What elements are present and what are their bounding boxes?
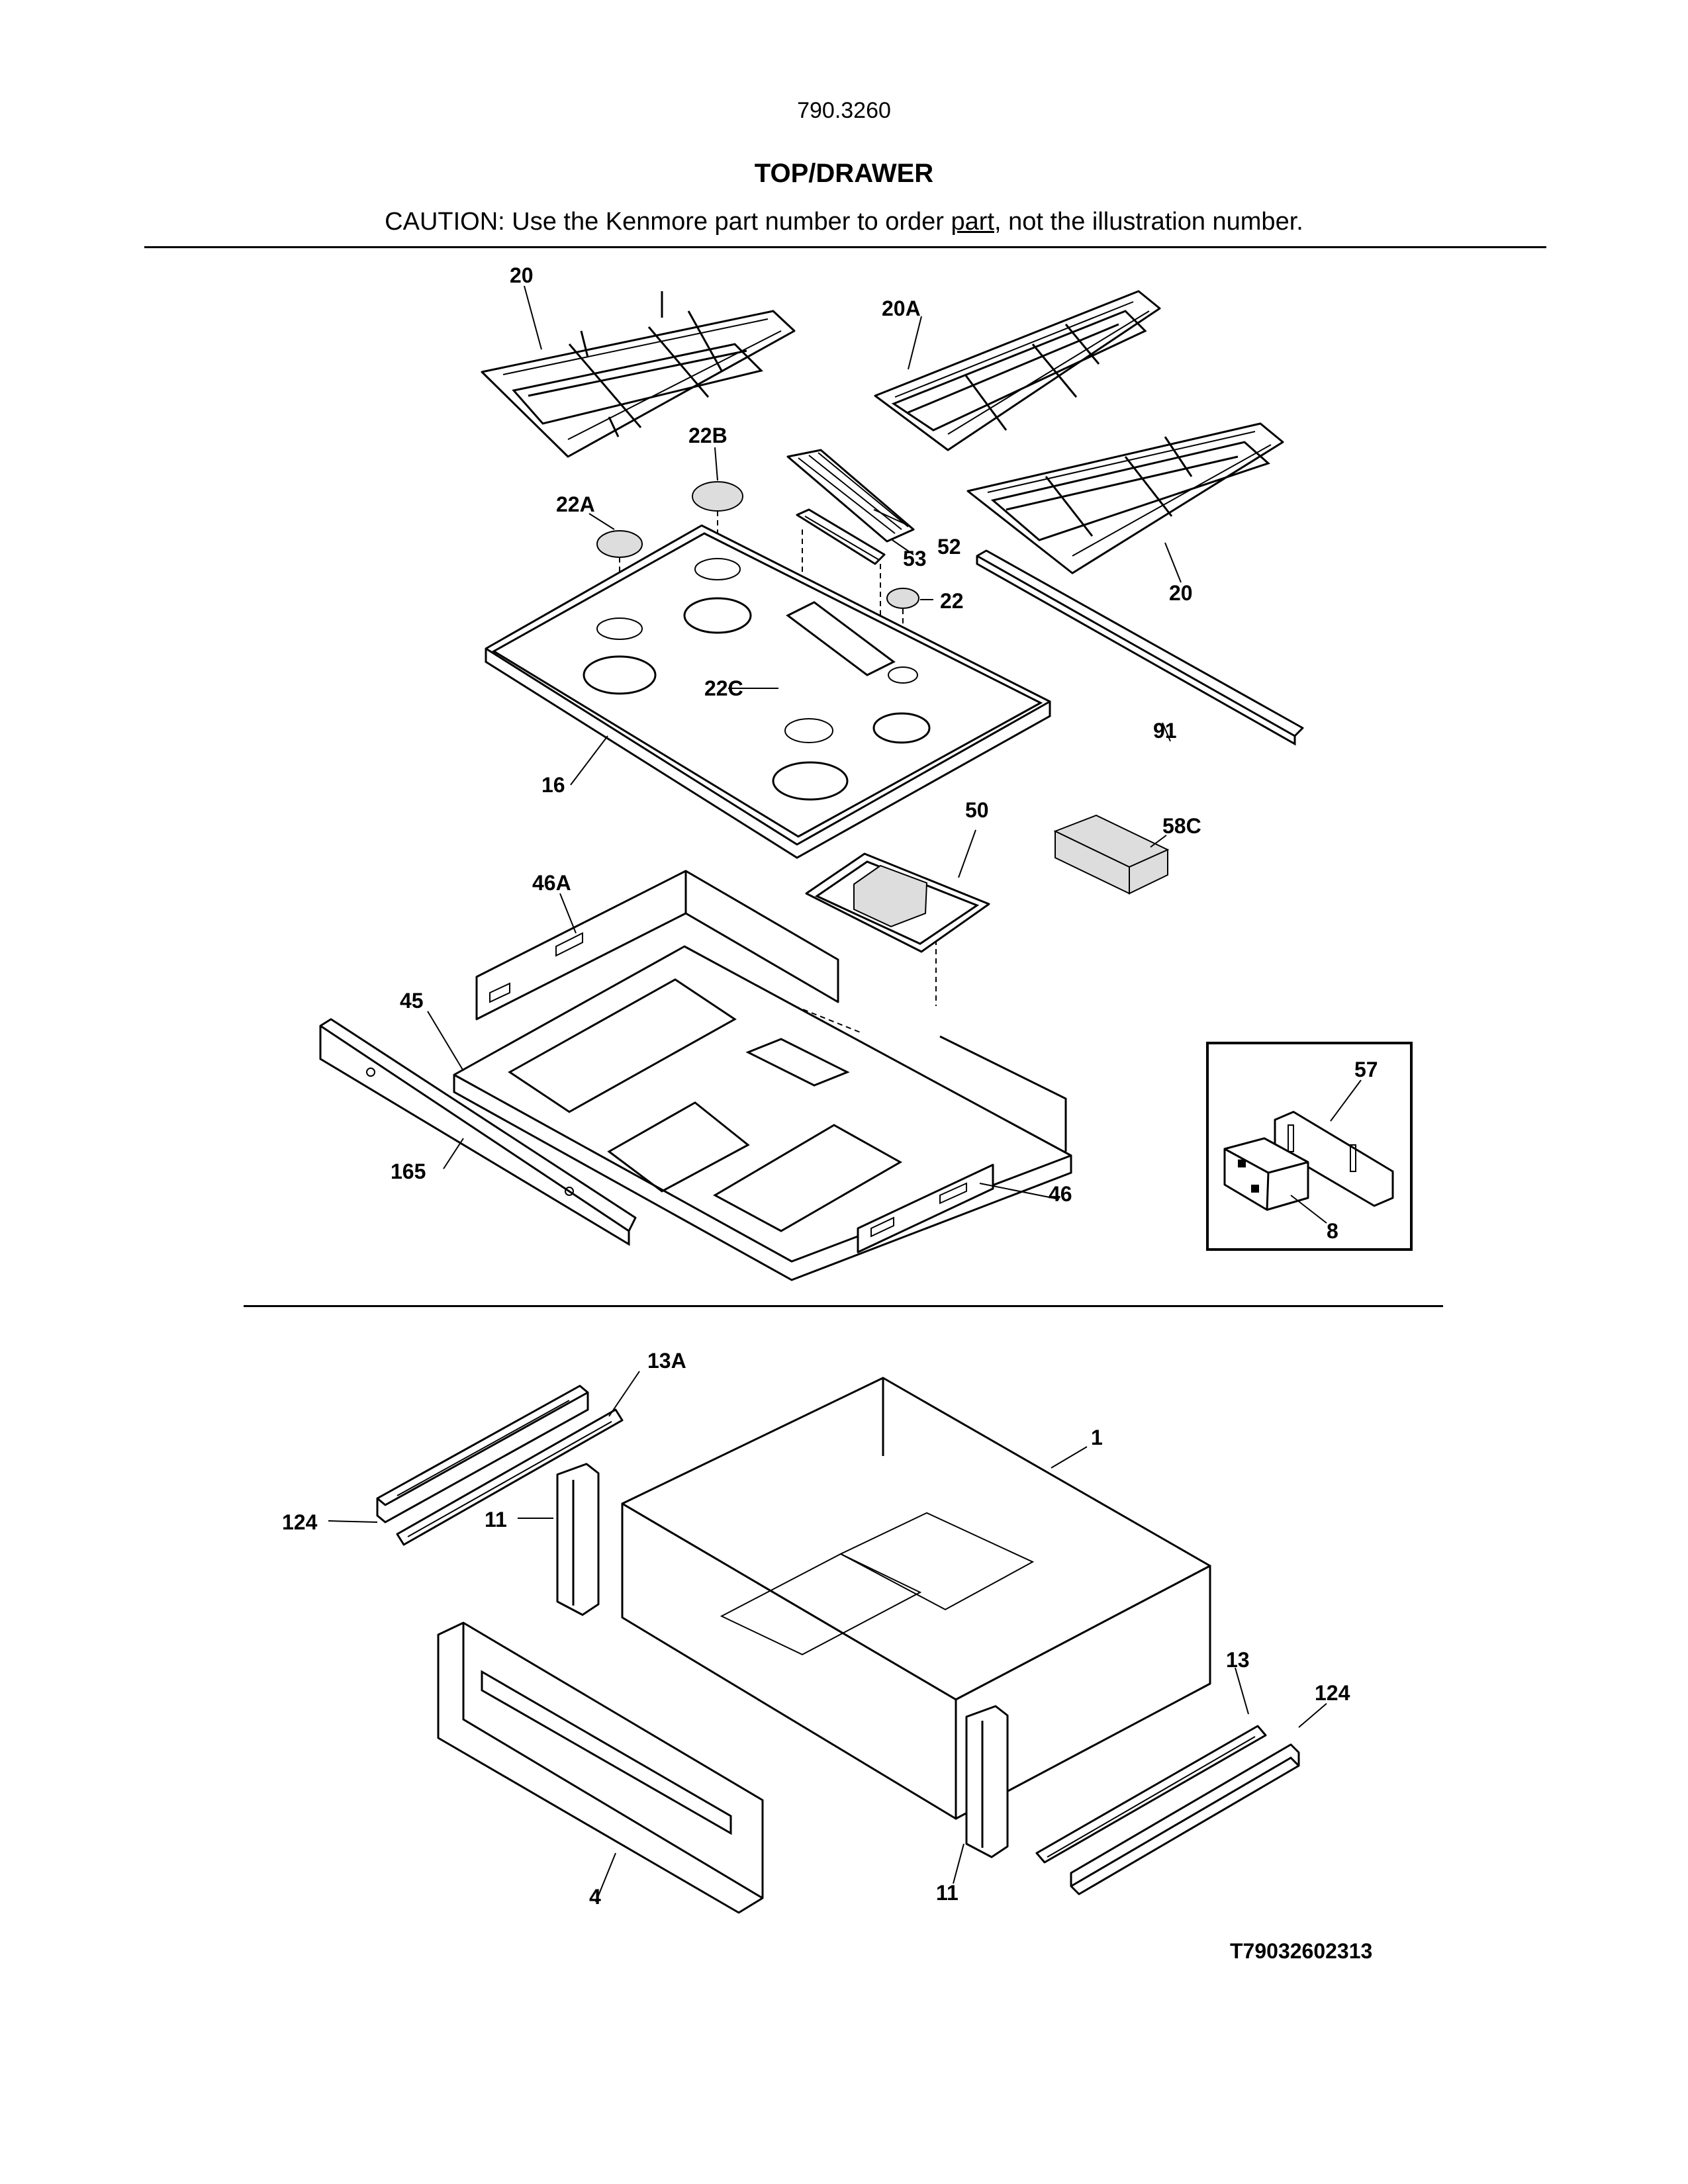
section-divider	[244, 1305, 1443, 1307]
drawer-slide-124-left-drawing	[396, 1408, 624, 1546]
callout-52: 52	[937, 535, 961, 559]
grill-52-drawing	[786, 449, 915, 543]
callout-124-right: 124	[1315, 1681, 1350, 1705]
drawer-slide-13a-drawing	[376, 1385, 589, 1524]
callout-13a: 13A	[647, 1349, 686, 1373]
callout-58c: 58C	[1162, 814, 1201, 838]
inset-detail-box	[1206, 1042, 1413, 1251]
drawer-slide-13-drawing	[1035, 1725, 1267, 1864]
inset-switch-8-drawing	[1223, 1137, 1309, 1211]
panel-46-drawing	[857, 1163, 994, 1253]
cooktop-16-drawing	[485, 524, 1051, 859]
grate-left-drawing	[481, 291, 796, 458]
caution-note: CAUTION: Use the Kenmore part number to …	[0, 208, 1688, 236]
callout-50: 50	[965, 798, 989, 822]
callout-4: 4	[589, 1885, 601, 1909]
burner-cap-22b-drawing	[692, 481, 743, 512]
callout-124-left: 124	[282, 1510, 318, 1534]
callout-46: 46	[1049, 1182, 1072, 1206]
bracket-11-right-drawing	[965, 1705, 1009, 1858]
callout-45: 45	[400, 989, 424, 1013]
model-number: 790.3260	[797, 98, 891, 123]
burner-box-45-drawing	[453, 945, 1072, 1281]
leader-lines	[328, 285, 1362, 1903]
drawer-body-1-drawing	[621, 1377, 1211, 1820]
callout-22c: 22C	[704, 676, 743, 700]
callout-57: 57	[1354, 1058, 1378, 1081]
header-divider	[144, 246, 1546, 248]
drawer-slide-124-right-drawing	[1070, 1743, 1300, 1895]
burner-cap-22-drawing	[886, 588, 919, 609]
callout-8: 8	[1327, 1219, 1338, 1243]
callout-1: 1	[1091, 1426, 1103, 1449]
callout-165: 165	[391, 1160, 426, 1183]
callout-91: 91	[1153, 719, 1177, 743]
callout-11-right: 11	[936, 1881, 959, 1905]
callout-46a: 46A	[532, 871, 571, 895]
callout-22a: 22A	[556, 492, 595, 516]
callout-16: 16	[541, 773, 565, 797]
panel-46a-drawing	[475, 870, 839, 1021]
caution-text-end: , not the illustration number.	[994, 208, 1303, 236]
callout-20a: 20A	[882, 296, 921, 320]
rail-165-drawing	[319, 1018, 637, 1246]
part-50-drawing	[805, 852, 990, 953]
diagram-reference-number: T79032602313	[1230, 1939, 1373, 1963]
bracket-53-drawing	[796, 508, 886, 565]
callout-13: 13	[1226, 1648, 1250, 1672]
caution-text-start: CAUTION: Use the Kenmore part number to …	[385, 208, 951, 236]
burner-cap-22a-drawing	[596, 530, 643, 558]
bracket-11-left-drawing	[556, 1463, 600, 1616]
caution-underlined-word: part	[951, 208, 994, 236]
grate-right-drawing	[966, 422, 1284, 574]
callout-20-left: 20	[510, 263, 534, 287]
callout-22: 22	[940, 589, 964, 613]
callout-53: 53	[903, 547, 927, 570]
callout-22b: 22B	[688, 424, 727, 447]
drawer-front-4-drawing	[437, 1621, 764, 1914]
callout-11-left: 11	[485, 1508, 507, 1531]
section-title: TOP/DRAWER	[754, 159, 934, 188]
part-58c-drawing	[1053, 814, 1170, 895]
callout-20-right: 20	[1169, 581, 1193, 605]
grate-center-drawing	[874, 290, 1161, 451]
trim-91-drawing	[976, 549, 1304, 746]
